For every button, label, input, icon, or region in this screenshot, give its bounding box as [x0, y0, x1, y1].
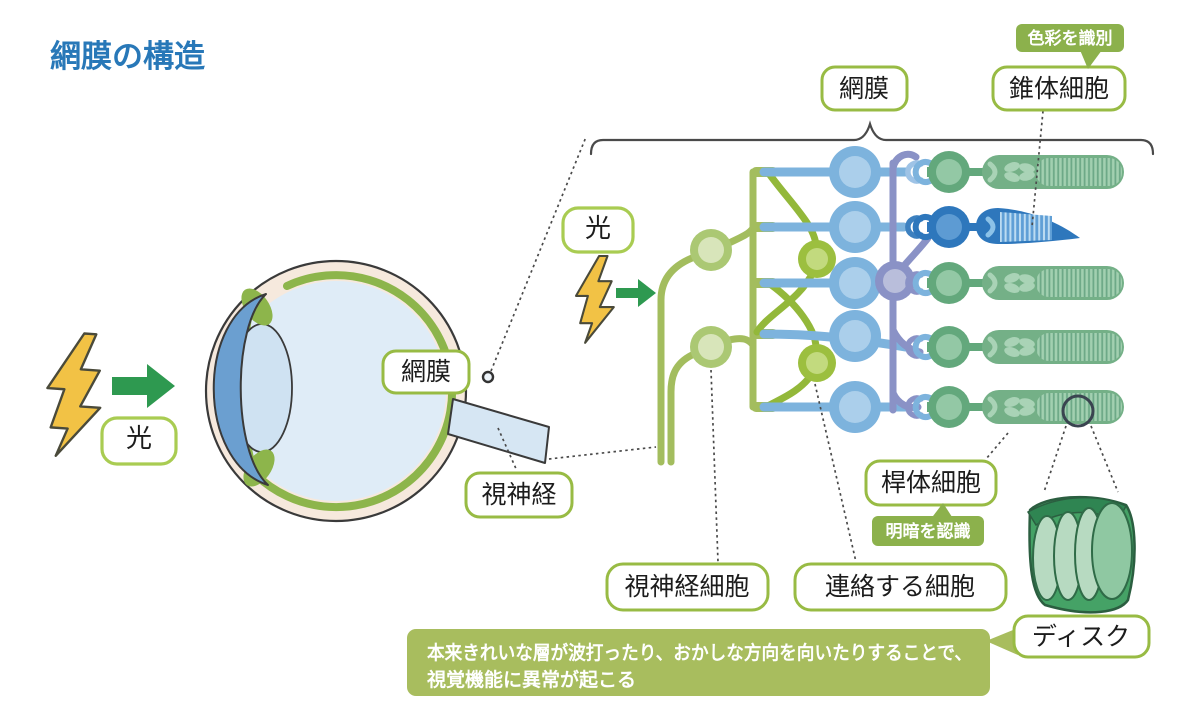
label-light-cells: 光 [561, 206, 635, 254]
eye-illustration [204, 259, 550, 523]
page-title: 網膜の構造 [50, 39, 205, 74]
amacrine-cell [875, 150, 932, 419]
retina-point-marker [481, 370, 495, 384]
tag-cone: 色彩を識別 [1016, 24, 1124, 69]
label-retina-eye: 網膜 [381, 349, 471, 395]
disk-illustration [1026, 495, 1136, 614]
light-input-left [46, 332, 175, 458]
light-arrow-icon [112, 364, 175, 408]
disk-label-text: ディスク [1032, 623, 1130, 651]
retina-cell-network [574, 146, 1124, 466]
rod-row-4 [916, 326, 1124, 368]
dotted-connectors [490, 110, 1119, 563]
rod-row-3 [916, 262, 1124, 304]
eye-optic-nerve [447, 398, 550, 464]
cone-photoreceptor [912, 206, 1080, 248]
rod-cell-label-text: 桿体細胞 [881, 469, 981, 497]
label-optic-nerve: 視神経 [464, 471, 574, 519]
connecting-cells [753, 171, 836, 410]
eye-vitreous [226, 281, 446, 501]
eye-cornea [212, 293, 269, 486]
ganglion-cells [657, 167, 778, 466]
label-disk: ディスク [1012, 614, 1151, 659]
banner-line-1: 本来きれいな層が波打ったり、おかしな方向を向いたりすることで、 [427, 641, 972, 664]
retina-bracket [589, 120, 1155, 156]
lightning-bolt-icon [574, 254, 615, 344]
light-label-text: 光 [126, 423, 152, 453]
retina-label-text: 網膜 [401, 358, 451, 386]
bipolar-cells [759, 146, 911, 433]
label-retina-top: 網膜 [820, 65, 909, 112]
rod-tag-text: 明暗を認識 [886, 521, 971, 541]
banner-line-2: 視覚機能に異常が起こる [426, 668, 636, 691]
label-ganglion-cell: 視神経細胞 [605, 562, 770, 612]
cone-cell-label-text: 錐体細胞 [1009, 75, 1109, 103]
label-rod-cell: 桿体細胞 [864, 459, 998, 507]
rod-row-1 [916, 151, 1124, 193]
retina-top-label-text: 網膜 [839, 75, 889, 103]
label-light-eye: 光 [100, 416, 178, 466]
caption-banner: 本来きれいな層が波打ったり、おかしな方向を向いたりすることで、 視覚機能に異常が… [407, 628, 1018, 696]
disk-zoom-circle [1061, 394, 1095, 428]
connector-cell-label-text: 連絡する細胞 [825, 573, 975, 601]
ganglion-cell-label-text: 視神経細胞 [624, 573, 749, 601]
optic-nerve-label-text: 視神経 [481, 481, 556, 509]
light-arrow-icon [616, 279, 656, 307]
label-cone-cell: 錐体細胞 [991, 65, 1127, 112]
light-label-text: 光 [585, 213, 611, 243]
tag-rod: 明暗を認識 [872, 503, 984, 546]
lightning-bolt-icon [46, 332, 102, 458]
cone-tag-text: 色彩を識別 [1028, 28, 1113, 48]
label-connector-cell: 連絡する細胞 [793, 562, 1008, 612]
